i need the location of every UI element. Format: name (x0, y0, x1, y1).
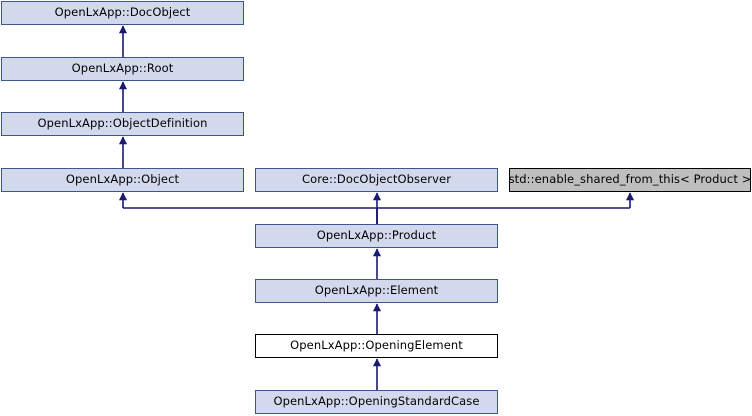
class-node-root[interactable]: OpenLxApp::Root (1, 57, 244, 81)
class-node-label: OpenLxApp::Root (71, 61, 174, 76)
class-node-openingelement[interactable]: OpenLxApp::OpeningElement (255, 334, 498, 358)
class-node-docobject[interactable]: OpenLxApp::DocObject (1, 1, 244, 25)
class-node-product[interactable]: OpenLxApp::Product (255, 224, 498, 248)
class-node-openingstandardcase[interactable]: OpenLxApp::OpeningStandardCase (255, 390, 498, 414)
class-node-label: Core::DocObjectObserver (301, 172, 452, 187)
class-node-element[interactable]: OpenLxApp::Element (255, 279, 498, 303)
class-node-label: OpenLxApp::ObjectDefinition (37, 116, 208, 131)
class-node-label: OpenLxApp::Product (316, 228, 437, 243)
class-node-objectdefinition[interactable]: OpenLxApp::ObjectDefinition (1, 112, 244, 136)
class-node-object[interactable]: OpenLxApp::Object (1, 168, 244, 192)
class-node-label: OpenLxApp::Object (65, 172, 180, 187)
class-node-label: OpenLxApp::DocObject (54, 5, 191, 20)
class-node-label: OpenLxApp::OpeningElement (290, 338, 463, 353)
class-node-label: std::enable_shared_from_this< Product > (508, 172, 752, 187)
class-node-label: OpenLxApp::OpeningStandardCase (273, 394, 480, 409)
class-node-enablesharedfromthis[interactable]: std::enable_shared_from_this< Product > (509, 168, 751, 192)
class-node-docobjectobserver[interactable]: Core::DocObjectObserver (255, 168, 498, 192)
class-node-label: OpenLxApp::Element (314, 283, 439, 298)
